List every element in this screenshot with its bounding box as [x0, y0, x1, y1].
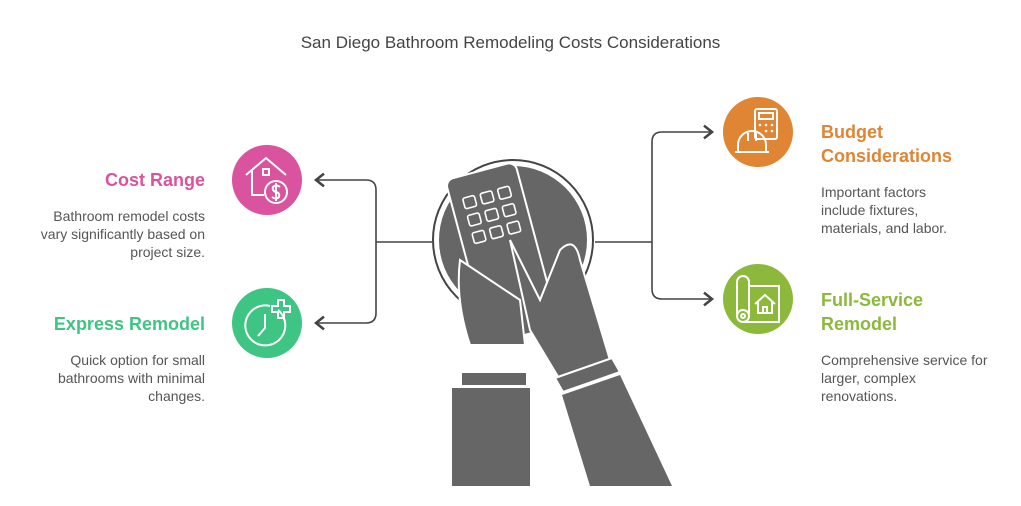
express-remodel-description: Quick option for small bathrooms with mi… — [57, 352, 205, 404]
diagram-title: San Diego Bathroom Remodeling Costs Cons… — [300, 33, 721, 52]
house-dollar-icon — [245, 156, 288, 204]
full-service-remodel-description: Comprehensive service for larger, comple… — [821, 352, 988, 404]
clock-plus-icon — [244, 299, 291, 347]
hands-calculator-illustration — [432, 159, 672, 486]
budget-considerations-badge — [723, 97, 793, 167]
express-remodel-badge — [232, 288, 302, 358]
connector-lines — [316, 124, 712, 323]
cost-range-badge — [232, 145, 302, 215]
calculator-hardhat-icon — [735, 108, 778, 153]
budget-considerations-heading: Budget Considerations — [821, 122, 953, 166]
budget-considerations-description: Important factors include fixtures, mate… — [821, 184, 948, 236]
full-service-remodel-heading: Full-Service Remodel — [821, 290, 924, 334]
express-remodel-heading: Express Remodel — [53, 314, 205, 334]
full-service-remodel-badge — [723, 264, 793, 334]
blueprint-house-icon — [736, 275, 780, 323]
cost-range-description: Bathroom remodel costs vary significantl… — [40, 208, 205, 260]
cost-range-heading: Cost Range — [104, 170, 205, 190]
